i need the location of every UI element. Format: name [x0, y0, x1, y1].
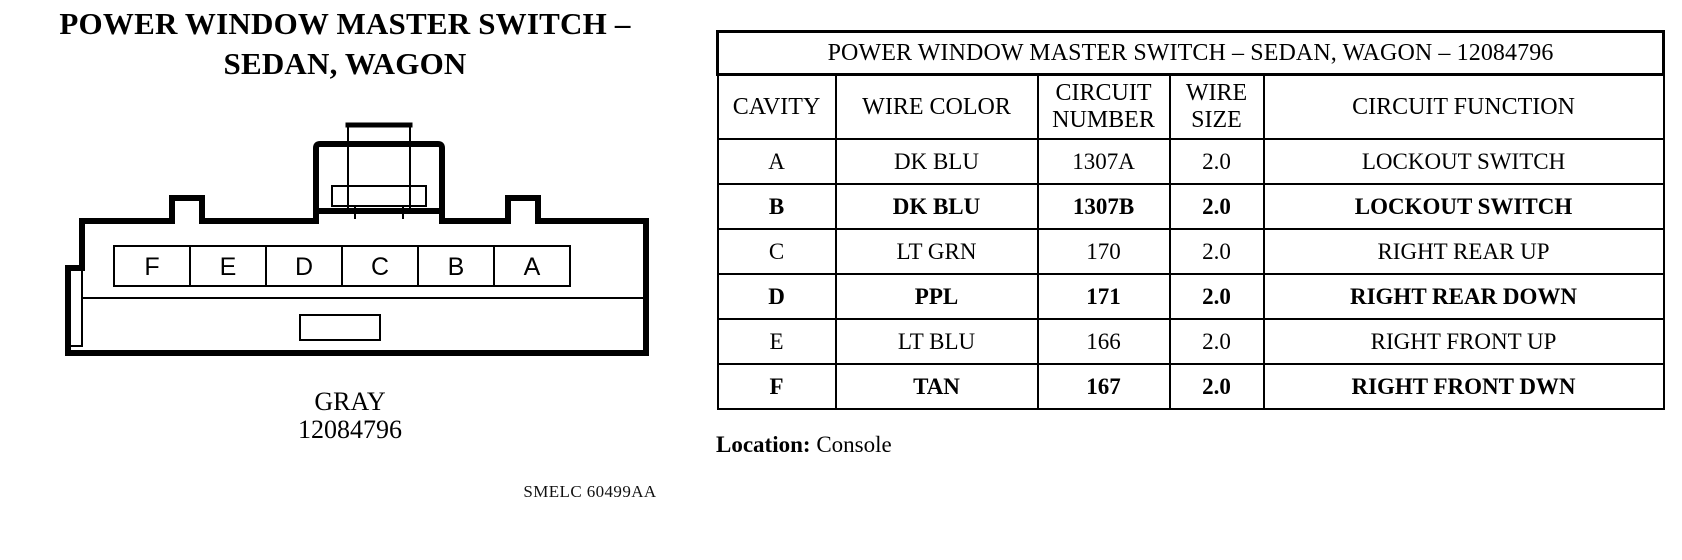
cell-circuit-number: 170	[1036, 228, 1171, 275]
pinout-table-panel: POWER WINDOW MASTER SWITCH – SEDAN, WAGO…	[715, 30, 1668, 458]
cell-circuit-number: 171	[1036, 273, 1171, 320]
column-header-circuit-number: CIRCUIT NUMBER	[1036, 73, 1171, 140]
cavity-label-d: D	[295, 253, 313, 281]
cell-wire-size: 2.0	[1168, 138, 1265, 185]
connector-color-label: GRAY	[314, 387, 386, 416]
cell-wire-size: 2.0	[1168, 363, 1265, 410]
cell-circuit-function: RIGHT REAR DOWN	[1262, 273, 1665, 320]
cavity-label-f: F	[144, 253, 159, 281]
cell-circuit-function: RIGHT FRONT UP	[1262, 318, 1665, 365]
cell-circuit-number: 1307A	[1036, 138, 1171, 185]
connector-illustration-panel: POWER WINDOW MASTER SWITCH – SEDAN, WAGO…	[0, 0, 700, 560]
table-row: B DK BLU 1307B 2.0 LOCKOUT SWITCH	[716, 183, 1665, 230]
cell-wire-size: 2.0	[1168, 228, 1265, 275]
cell-circuit-number: 166	[1036, 318, 1171, 365]
table-row: F TAN 167 2.0 RIGHT FRONT DWN	[716, 363, 1665, 410]
page-title-line-1: POWER WINDOW MASTER SWITCH –	[59, 6, 631, 41]
cavity-label-e: E	[220, 253, 237, 281]
cavity-label-c: C	[371, 253, 389, 281]
cell-circuit-function: LOCKOUT SWITCH	[1262, 138, 1665, 185]
location-value: Console	[816, 432, 892, 457]
column-header-circuit-function: CIRCUIT FUNCTION	[1262, 73, 1665, 140]
cell-cavity: B	[716, 183, 837, 230]
cell-cavity: F	[716, 363, 837, 410]
table-row: E LT BLU 166 2.0 RIGHT FRONT UP	[716, 318, 1665, 365]
cell-wire-color: DK BLU	[834, 138, 1039, 185]
cell-wire-size: 2.0	[1168, 318, 1265, 365]
pinout-table: POWER WINDOW MASTER SWITCH – SEDAN, WAGO…	[715, 30, 1666, 410]
cell-wire-color: DK BLU	[834, 183, 1039, 230]
cell-wire-color: LT BLU	[834, 318, 1039, 365]
cell-wire-size: 2.0	[1168, 273, 1265, 320]
cavity-label-a: A	[524, 253, 541, 281]
table-row: D PPL 171 2.0 RIGHT REAR DOWN	[716, 273, 1665, 320]
cell-cavity: E	[716, 318, 837, 365]
location-line: Location: Console	[716, 432, 1668, 458]
location-label: Location:	[716, 432, 811, 457]
cell-cavity: C	[716, 228, 837, 275]
page-title: POWER WINDOW MASTER SWITCH – SEDAN, WAGO…	[0, 4, 690, 83]
column-header-wire-color: WIRE COLOR	[834, 73, 1039, 140]
cell-circuit-function: RIGHT REAR UP	[1262, 228, 1665, 275]
cell-wire-color: PPL	[834, 273, 1039, 320]
table-row: C LT GRN 170 2.0 RIGHT REAR UP	[716, 228, 1665, 275]
table-title-row: POWER WINDOW MASTER SWITCH – SEDAN, WAGO…	[715, 30, 1666, 76]
connector-diagram: F E D C B A	[60, 108, 650, 358]
cell-cavity: A	[716, 138, 837, 185]
column-header-wire-size: WIRE SIZE	[1168, 73, 1265, 140]
column-header-cavity: CAVITY	[716, 73, 837, 140]
page-title-line-2: SEDAN, WAGON	[223, 45, 467, 81]
document-footer-code: SMELC 60499AA	[523, 482, 657, 501]
table-row: A DK BLU 1307A 2.0 LOCKOUT SWITCH	[716, 138, 1665, 185]
cell-wire-color: LT GRN	[834, 228, 1039, 275]
cell-cavity: D	[716, 273, 837, 320]
connector-part-number: 12084796	[298, 415, 402, 444]
cell-wire-size: 2.0	[1168, 183, 1265, 230]
cell-circuit-function: RIGHT FRONT DWN	[1262, 363, 1665, 410]
cavity-label-b: B	[448, 253, 465, 281]
table-title: POWER WINDOW MASTER SWITCH – SEDAN, WAGO…	[715, 30, 1666, 76]
cell-circuit-number: 167	[1036, 363, 1171, 410]
cell-wire-color: TAN	[834, 363, 1039, 410]
cell-circuit-function: LOCKOUT SWITCH	[1262, 183, 1665, 230]
table-header-row: CAVITY WIRE COLOR CIRCUIT NUMBER WIRE SI…	[716, 73, 1665, 140]
cell-circuit-number: 1307B	[1036, 183, 1171, 230]
